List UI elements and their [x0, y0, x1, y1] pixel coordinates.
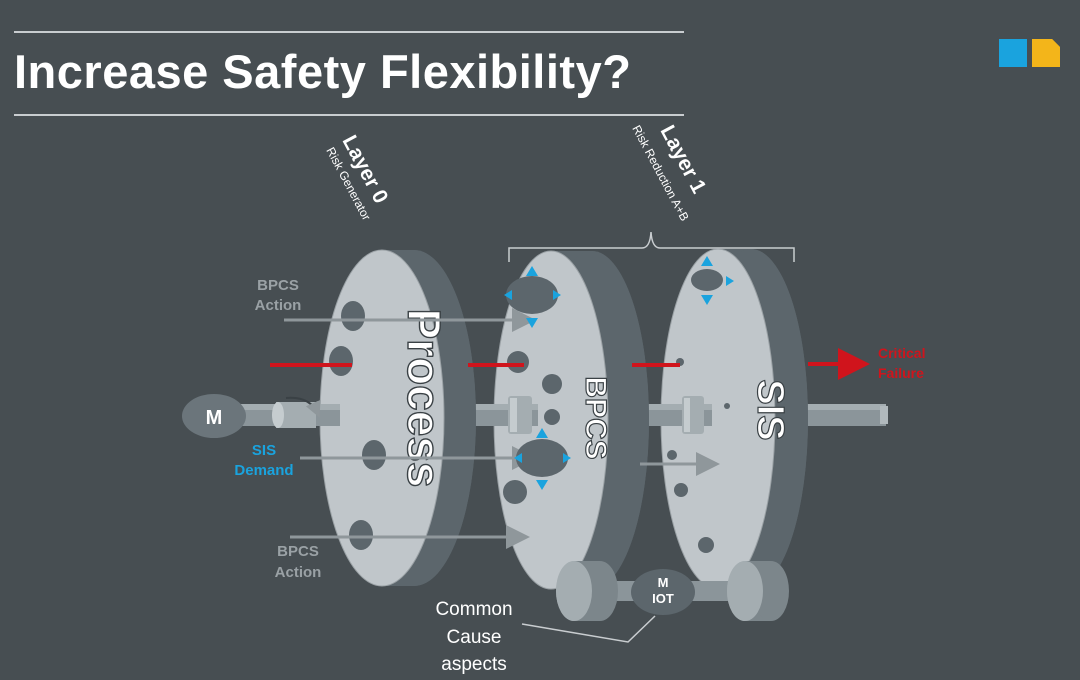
- bpcs-action-bottom-label-2: Action: [275, 564, 322, 581]
- sis-demand-label-2: Demand: [234, 462, 293, 479]
- iot-motor-label-iot: IOT: [652, 591, 674, 606]
- page-title: Increase Safety Flexibility?: [14, 45, 632, 98]
- common-cause-label-1: Common: [435, 599, 512, 620]
- title-bottom-rule: [14, 114, 684, 116]
- motor: M: [182, 394, 246, 438]
- sis-disk: SIS: [660, 248, 808, 590]
- critical-failure-label-1: Critical: [878, 345, 925, 361]
- bpcs-action-bottom-label-1: BPCS: [277, 543, 319, 560]
- yellow-folded-square-icon: [1032, 39, 1060, 67]
- bpcs-actuator-top: [504, 266, 561, 328]
- layer0-heading: Layer 0 Risk Generator: [323, 132, 392, 223]
- bpcs-action-top-label-2: Action: [255, 297, 302, 314]
- bpcs-actuator-bottom: [514, 428, 571, 490]
- sis-actuator: [701, 256, 734, 305]
- critical-failure-label-2: Failure: [878, 365, 924, 381]
- sis-demand-label-1: SIS: [252, 442, 276, 459]
- motor-label: M: [206, 407, 223, 429]
- rotation-arrow-icon: [285, 396, 321, 418]
- sis-disk-label: SIS: [749, 379, 791, 440]
- common-cause-label-2: Cause: [447, 627, 502, 648]
- layer1-heading: Layer 1 Risk Reduction A+B: [629, 122, 710, 224]
- iot-motor-label-m: M: [658, 575, 669, 590]
- bpcs-disk: BPCS: [493, 250, 649, 590]
- bpcs-action-top-label-1: BPCS: [257, 277, 299, 294]
- title-top-rule: [14, 31, 684, 33]
- common-cause-pointer: [521, 615, 656, 643]
- iot-motor-assembly: M IOT: [556, 561, 789, 621]
- bpcs-disk-label: BPCS: [579, 376, 612, 459]
- layer1-brace: [508, 231, 795, 262]
- common-cause-label-3: aspects: [441, 654, 506, 675]
- blue-square-icon: [999, 39, 1027, 67]
- process-disk-label: Process: [398, 308, 450, 487]
